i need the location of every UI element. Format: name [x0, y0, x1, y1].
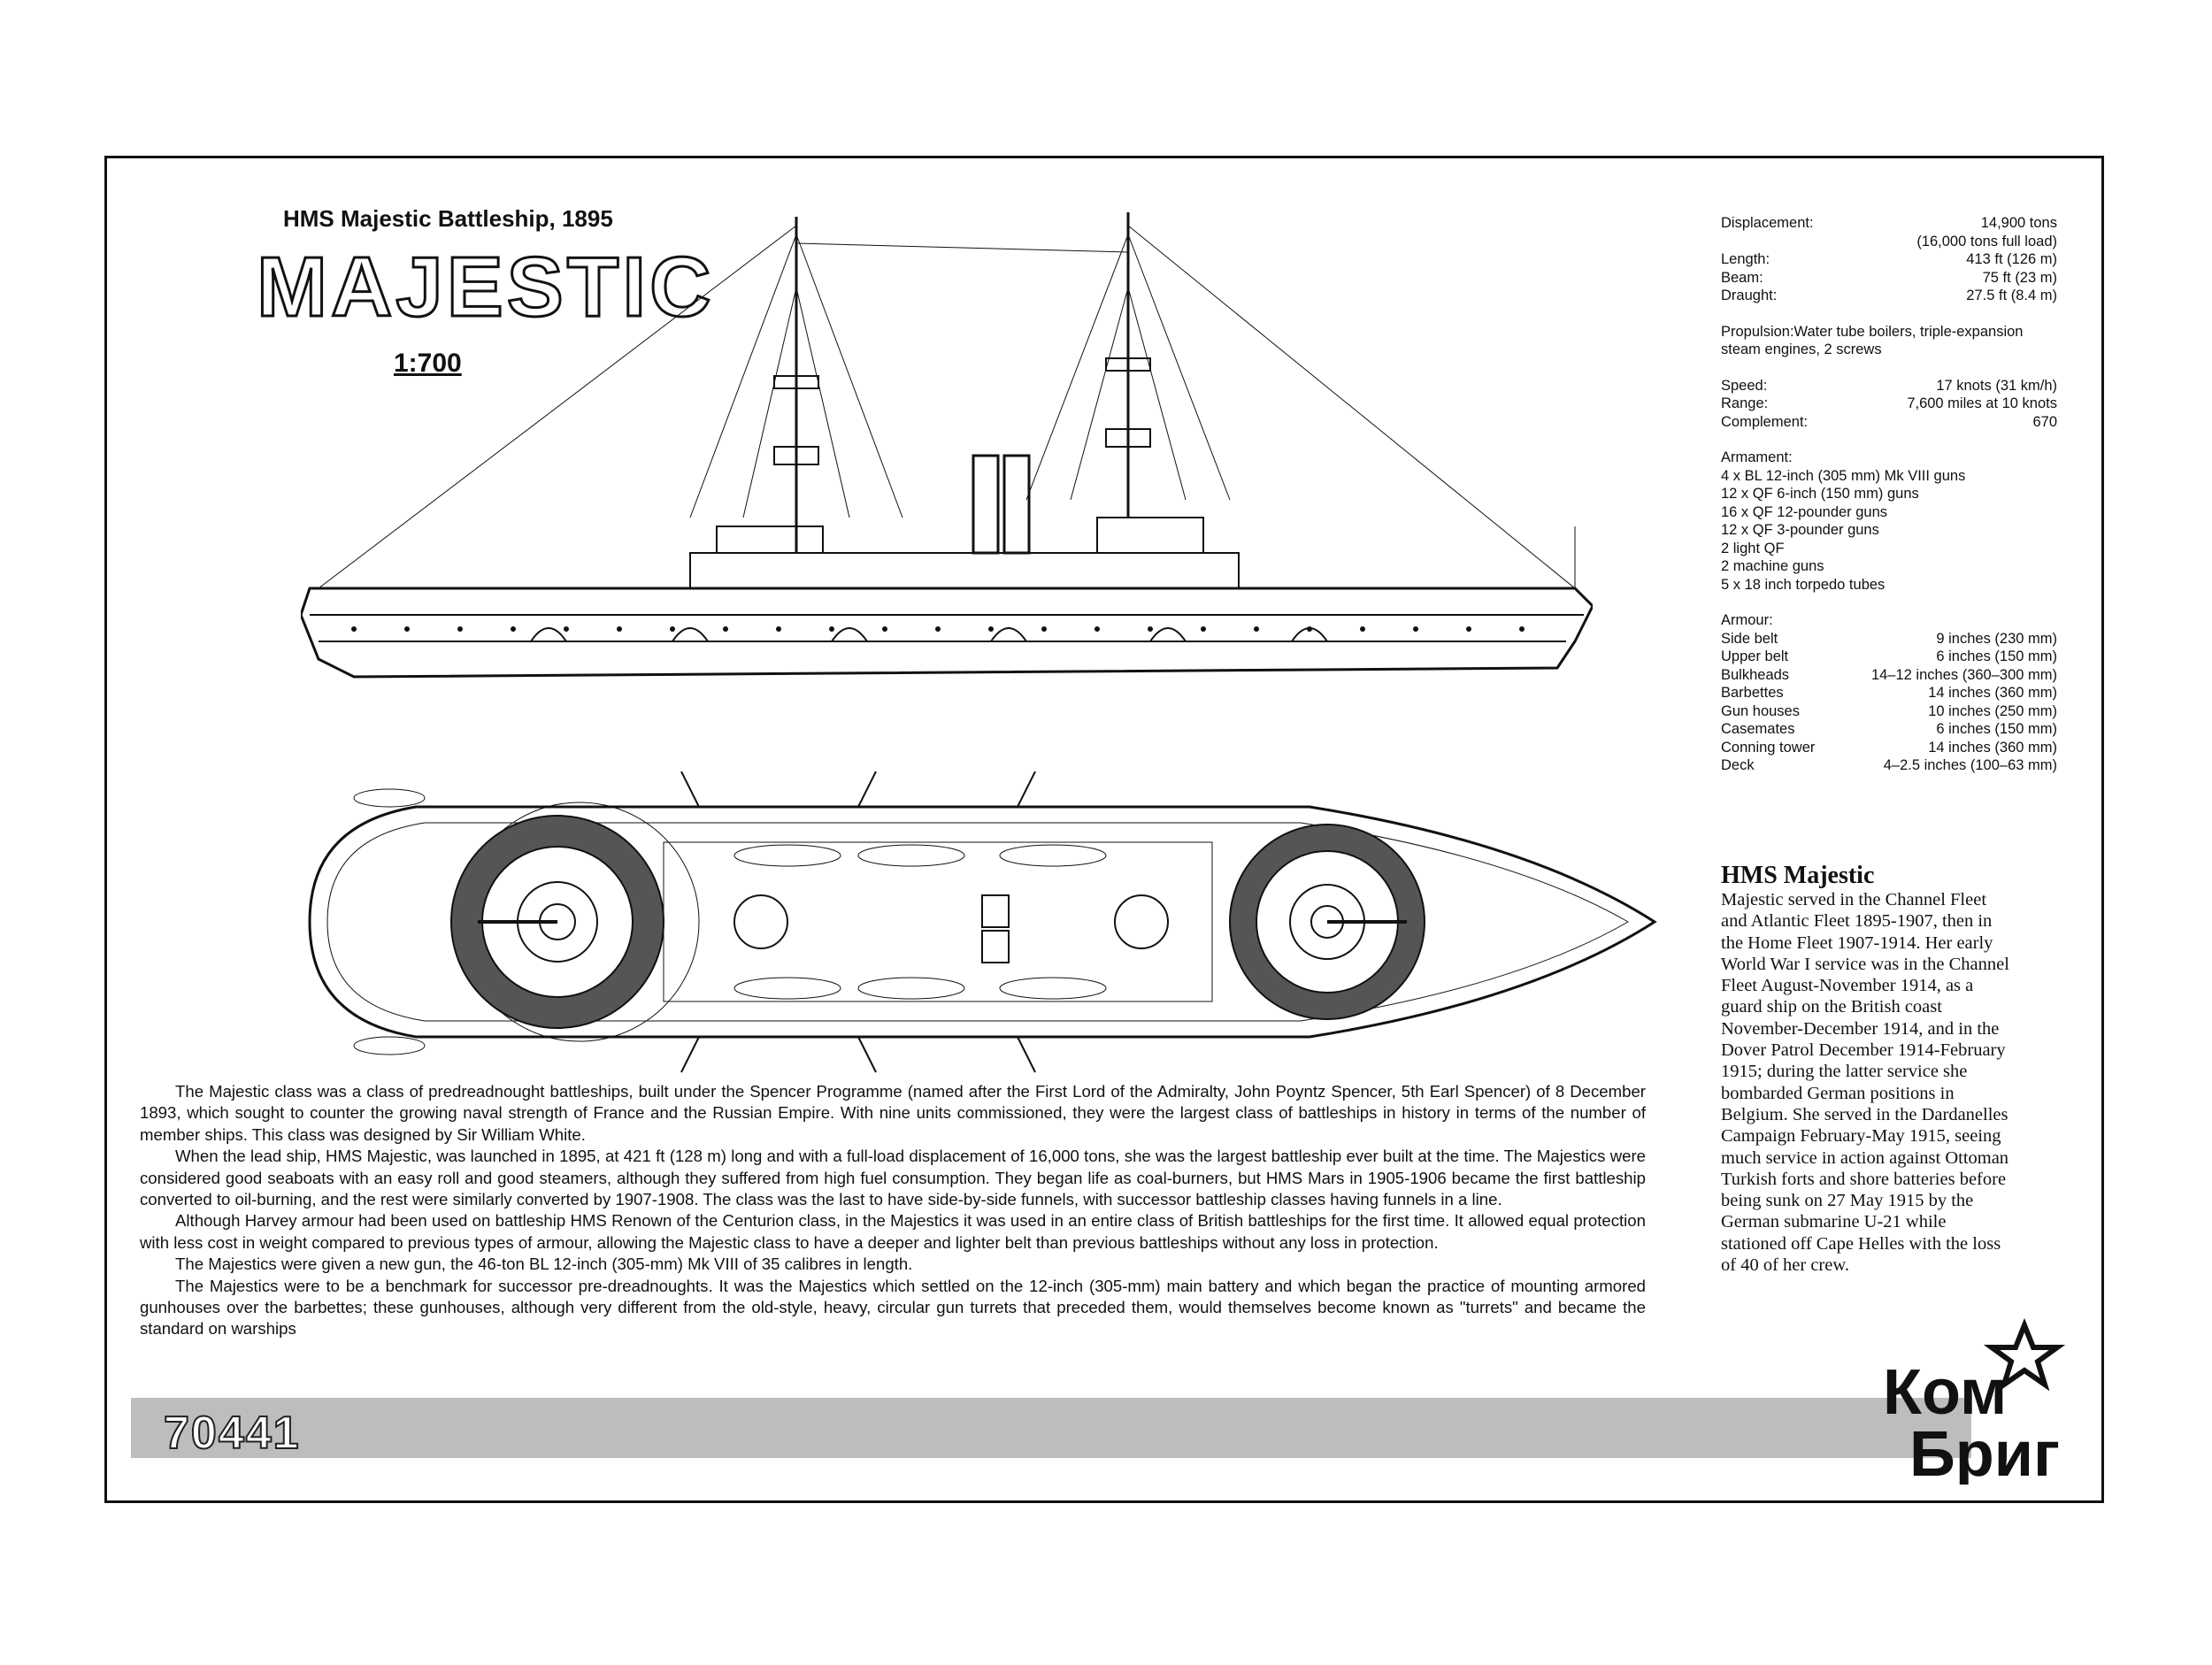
description-paragraph: The Majestics were given a new gun, the …: [175, 1255, 913, 1274]
history-text: Majestic served in the Channel Fleet and…: [1721, 890, 2009, 1276]
class-description: The Majestic class was a class of predre…: [140, 1081, 1646, 1340]
ship-plan-drawing: [308, 771, 1657, 1073]
armament-item: 12 x QF 3-pounder guns: [1721, 522, 1879, 538]
armament-title: Armament:: [1721, 449, 1793, 465]
description-paragraph: When the lead ship, HMS Majestic, was la…: [140, 1147, 1646, 1209]
specifications: Displacement:14,900 tons (16,000 tons fu…: [1721, 214, 2057, 775]
armament-item: 2 machine guns: [1721, 558, 1824, 574]
spec-row: Complement:670: [1721, 413, 2057, 430]
spec-row: Draught:27.5 ft (8.4 m): [1721, 288, 2057, 303]
kombrig-logo: Ком Бриг: [1883, 1317, 2066, 1485]
spec-row: Displacement:14,900 tons: [1721, 215, 2057, 231]
logo-line2: Бриг: [1909, 1419, 2060, 1485]
armament-item: 12 x QF 6-inch (150 mm) guns: [1721, 486, 1919, 502]
ship-title: MAJESTIC: [255, 239, 715, 336]
scale-label: 1:700: [394, 349, 462, 378]
armament-item: 2 light QF: [1721, 540, 1785, 556]
footer-band: [131, 1398, 1971, 1458]
armament-item: 4 x BL 12-inch (305 mm) Mk VIII guns: [1721, 467, 1966, 484]
catalog-number: 70441: [163, 1407, 301, 1460]
description-paragraph: The Majestic class was a class of predre…: [140, 1082, 1646, 1144]
ship-subtitle: HMS Majestic Battleship, 1895: [283, 205, 613, 232]
armament-item: 16 x QF 12-pounder guns: [1721, 503, 1888, 520]
spec-row: Length:413 ft (126 m): [1721, 251, 2057, 267]
spec-row: Speed:17 knots (31 km/h): [1721, 377, 2057, 394]
history-title: HMS Majestic: [1721, 862, 1875, 889]
spec-row: Beam:75 ft (23 m): [1721, 269, 2057, 286]
logo-line1: Ком: [1883, 1357, 2007, 1428]
spec-propulsion: Propulsion:Water tube boilers, triple-ex…: [1721, 323, 2024, 358]
spec-row: (16,000 tons full load): [1916, 233, 2057, 249]
armour-title: Armour:: [1721, 612, 1773, 628]
description-paragraph: Although Harvey armour had been used on …: [140, 1211, 1646, 1252]
service-history: HMS Majestic Majestic served in the Chan…: [1721, 863, 2013, 1276]
star-icon: [1983, 1317, 2066, 1392]
page-frame: [104, 156, 2104, 1503]
description-paragraph: The Majestics were to be a benchmark for…: [140, 1276, 1646, 1339]
spec-row: Range:7,600 miles at 10 knots: [1721, 395, 2057, 411]
armament-item: 5 x 18 inch torpedo tubes: [1721, 576, 1886, 593]
ship-profile-drawing: [301, 212, 1593, 679]
